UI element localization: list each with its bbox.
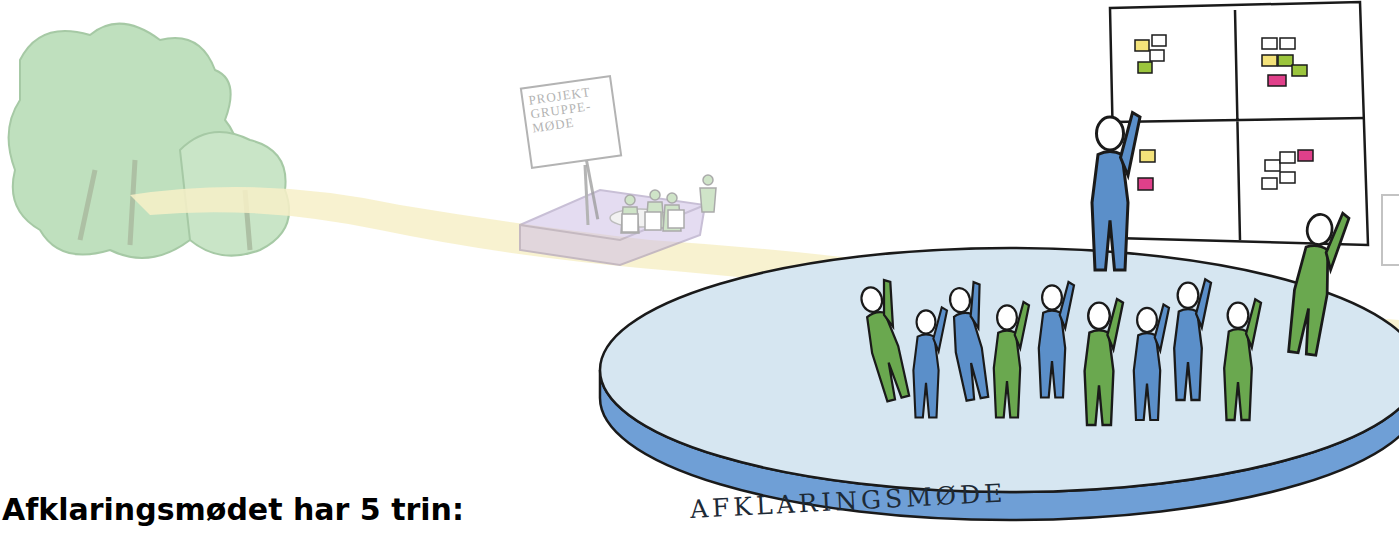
participants [855,113,1350,426]
meeting-sign: PROJEKT GRUPPE- MØDE [521,76,621,168]
heading-text: Afklaringsmødet har 5 trin: [2,492,464,527]
meeting-platform: AFKLARINGSMØDE [595,245,1399,535]
platform-label: AFKLARINGSMØDE [689,478,1007,524]
sign-label: PROJEKT GRUPPE- MØDE [528,84,603,135]
faded-group-platform [520,165,716,265]
platform-outline [595,245,1399,535]
faded-road [130,187,1399,345]
whiteboard [1110,2,1368,245]
sign-outline [521,76,621,168]
faded-right-sign [1382,195,1399,265]
faded-trees [9,24,290,258]
